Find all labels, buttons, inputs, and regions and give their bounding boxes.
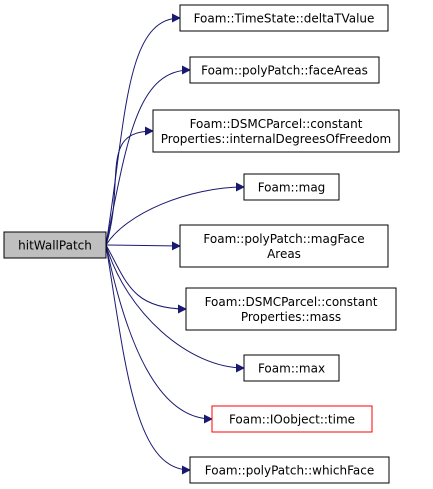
edge-to-delta-tvalue (105, 13, 181, 246)
node-label: Areas (267, 247, 301, 261)
node-label: Foam::polyPatch::whichFace (205, 464, 374, 478)
callee-node-mass[interactable]: Foam::DSMCParcel::constantProperties::ma… (185, 287, 397, 331)
edge-to-max (105, 244, 245, 373)
node-label: Foam::mag (258, 181, 326, 195)
edge-to-mag-face-areas (105, 241, 181, 251)
node-box (152, 109, 400, 153)
edge-to-internal-degrees-of-freedom (105, 126, 154, 246)
node-label: hitWallPatch (18, 239, 92, 253)
node-label: Foam::IOobject::time (229, 413, 355, 427)
node-box (243, 354, 340, 382)
callee-node-delta-tvalue[interactable]: Foam::TimeState::deltaTValue (179, 4, 389, 32)
node-label: Foam::DSMCParcel::constant (205, 295, 378, 309)
edge-to-which-face (105, 244, 191, 475)
edge-to-time (105, 244, 213, 424)
node-label: Properties::mass (241, 310, 341, 324)
node-label: Properties::internalDegreesOfFreedom (161, 132, 391, 146)
edge-to-mass (105, 244, 187, 314)
node-label: Foam::TimeState::deltaTValue (194, 12, 375, 26)
node-box (189, 456, 390, 484)
node-label: Foam::max (258, 362, 325, 376)
callee-node-max[interactable]: Foam::max (243, 354, 340, 382)
nodes: hitWallPatch Foam::TimeState::deltaTValue… (3, 4, 400, 484)
node-box (179, 224, 389, 268)
node-label: Foam::polyPatch::faceAreas (201, 64, 368, 78)
root-node-hit-wall-patch[interactable]: hitWallPatch (3, 231, 107, 259)
node-box (211, 405, 373, 433)
node-label: Foam::polyPatch::magFace (203, 232, 364, 246)
callee-node-face-areas[interactable]: Foam::polyPatch::faceAreas (189, 56, 380, 84)
node-box (189, 56, 380, 84)
edges (105, 13, 245, 475)
edge-to-mag (105, 182, 245, 246)
node-box (3, 231, 107, 259)
callee-node-internal-degrees-of-freedom[interactable]: Foam::DSMCParcel::constantProperties::in… (152, 109, 400, 153)
callee-node-time[interactable]: Foam::IOobject::time (211, 405, 373, 433)
callee-node-mag[interactable]: Foam::mag (243, 173, 340, 201)
node-box (185, 287, 397, 331)
callee-node-which-face[interactable]: Foam::polyPatch::whichFace (189, 456, 390, 484)
node-box (179, 4, 389, 32)
node-box (243, 173, 340, 201)
node-label: Foam::DSMCParcel::constant (190, 117, 363, 131)
